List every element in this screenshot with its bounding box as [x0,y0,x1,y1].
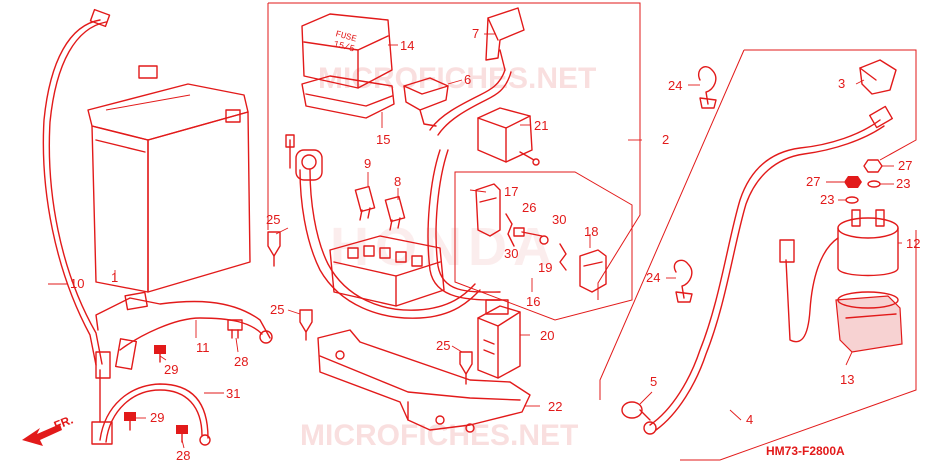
starter-cable-4 [643,105,893,435]
washer-23-left [845,196,859,204]
callout-28-bottom: 28 [176,448,190,463]
callout-8: 8 [394,174,401,189]
watermark-top: MICROFICHES.NET [318,62,596,95]
bracket-22 [317,329,531,433]
battery-cable-31 [91,369,211,446]
callout-30-left: 30 [504,246,518,261]
battery-cable-10 [42,8,111,379]
callout-19: 19 [538,260,552,275]
group-frame-4-left [599,49,745,400]
callout-27-right: 27 [898,158,912,173]
callout-20: 20 [540,328,554,343]
holder-18 [579,249,607,293]
battery [87,65,251,293]
front-direction-arrow: FR. [22,413,75,446]
callout-23-left: 23 [820,192,834,207]
starter-magnetic-switch-12 [779,209,899,343]
callout-17: 17 [504,184,518,199]
callout-16: 16 [526,294,540,309]
callout-27-left: 27 [806,174,820,189]
callout-11: 11 [196,340,210,355]
fuse-9 [354,185,376,221]
callout-7: 7 [472,26,479,41]
callout-30-right: 30 [552,212,566,227]
clip-25-middle [299,309,313,341]
callout-21: 21 [534,118,548,133]
callout-25-middle: 25 [270,302,284,317]
callout-24-bottom: 24 [646,270,660,285]
callout-31: 31 [226,386,240,401]
callout-15: 15 [376,132,390,147]
callout-22: 22 [548,399,562,414]
fuse-8 [384,195,406,231]
fuse-box-seal [301,75,395,119]
callout-18: 18 [584,224,598,239]
callout-14: 14 [400,38,414,53]
group-frame-4-right [680,230,917,461]
terminal-cover-6 [403,77,449,127]
clip-25-left [267,231,281,267]
terminal-30-a [505,213,515,247]
callout-3: 3 [838,76,845,91]
callout-25-right: 25 [436,338,450,353]
callout-29-top: 29 [164,362,178,377]
leader-lines [48,33,902,449]
direction-label: FR. [52,413,75,433]
callout-9: 9 [364,156,371,171]
bolt-29-bottom [124,412,136,431]
terminal-30-b [559,243,567,271]
callout-10: 10 [70,276,84,291]
callout-5: 5 [650,374,657,389]
terminal-cover-7 [485,7,525,61]
terminal-cover-3 [859,59,897,95]
nut-27-left [844,176,862,188]
relay-20 [477,299,521,379]
battery-cable-11 [95,291,273,370]
callout-25-left: 25 [266,212,280,227]
group-frame-16 [454,171,633,321]
callout-4: 4 [746,412,753,427]
bolt-28-top [227,319,243,339]
callout-23-right: 23 [896,176,910,191]
washer-23-right [867,180,881,188]
bolt-29-top [154,345,166,363]
watermark-logo: HONDA [330,217,558,277]
callout-28-top: 28 [234,354,248,369]
wire-harness [285,49,512,319]
holder-17 [475,183,501,237]
callout-13: 13 [840,372,854,387]
group-frame-4-top [744,49,917,161]
bolt-28-bottom [176,425,188,443]
callout-1: 1 [111,270,118,285]
starter-relay-21 [477,107,540,166]
callout-12: 12 [906,236,920,251]
clamp-24-bottom [673,259,693,303]
callout-24-top: 24 [668,78,682,93]
callout-26: 26 [522,200,536,215]
callout-29-bottom: 29 [150,410,164,425]
clamp-24-top [698,66,717,109]
washer-19 [539,235,549,245]
callout-2: 2 [662,132,669,147]
clip-25-right [459,351,473,385]
terminal-cover-5 [621,401,651,421]
nut-27-right [863,159,883,173]
screw-26 [513,227,543,237]
relay-cover-13 [835,291,903,353]
callout-6: 6 [464,72,471,87]
diagram-code: HM73-F2800A [766,444,845,458]
